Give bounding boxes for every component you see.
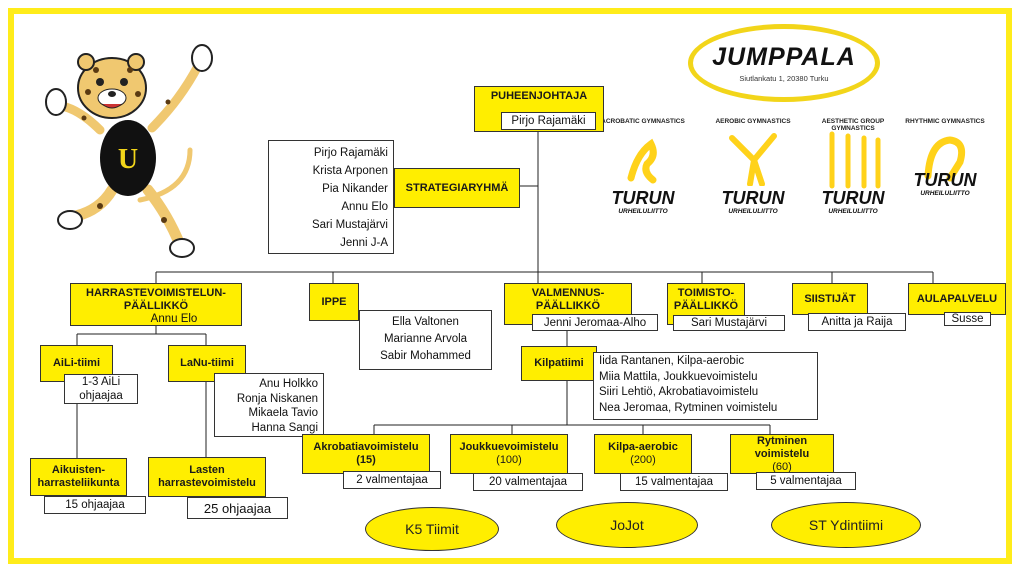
kilpatiimi-member: Miia Mattila, Joukkuevoimistelu <box>599 370 758 383</box>
gym-logo-brand: TURUN <box>721 188 785 208</box>
strategia-box: STRATEGIARYHMÄ <box>394 168 520 208</box>
ippe-member: Sabir Mohammed <box>380 350 471 362</box>
lasten-note: 25 ohjaajaa <box>187 497 288 519</box>
strategia-title: STRATEGIARYHMÄ <box>405 181 509 194</box>
valmennus-name: Jenni Jeromaa-Alho <box>532 314 658 331</box>
logo-title: JUMPPALA <box>712 43 856 71</box>
joukkue-note: 20 valmentajaa <box>473 473 583 491</box>
ippe-box: IPPE <box>309 283 359 321</box>
gym-logo-brand: TURUN <box>913 170 977 190</box>
toimisto-title: TOIMISTO-PÄÄLLIKKÖ <box>673 287 739 312</box>
kilpatiimi-title: Kilpatiimi <box>534 357 584 369</box>
lanu-members: Anu Holkko Ronja Niskanen Mikaela Tavio … <box>214 373 324 437</box>
siistijat-name: Anitta ja Raija <box>808 313 906 331</box>
rhythmic-gymnastics-logo: RHYTHMIC GYMNASTICS TURUN URHEILULIITTO <box>900 110 990 230</box>
strategia-member: Annu Elo <box>341 201 388 213</box>
gym-logo-brand: TURUN <box>611 188 675 208</box>
gymnast-group-icon <box>829 131 881 189</box>
akro-note: 2 valmentajaa <box>343 471 441 489</box>
ippe-members: Ella Valtonen Marianne Arvola Sabir Moha… <box>359 310 492 370</box>
lanu-title: LaNu-tiimi <box>180 357 234 369</box>
lanu-member: Anu Holkko <box>259 378 318 390</box>
strategia-members: Pirjo Rajamäki Krista Arponen Pia Nikand… <box>268 140 394 254</box>
akro-count: (15) <box>356 454 376 466</box>
gym-logo-brand: TURUN <box>821 188 885 208</box>
page-frame <box>8 8 1012 564</box>
harraste-name: Annu Elo <box>150 312 198 325</box>
aulapalvelu-box: AULAPALVELU <box>908 283 1006 315</box>
aulapalvelu-title: AULAPALVELU <box>916 292 998 305</box>
harraste-box: HARRASTEVOIMISTELUN-PÄÄLLIKKÖ <box>70 283 242 326</box>
aili-note: 1-3 AiLi ohjaajaa <box>64 374 138 404</box>
lasten-title: Lasten harrastevoimistelu <box>158 464 256 489</box>
kilpatiimi-member: Iida Rantanen, Kilpa-aerobic <box>599 355 745 367</box>
gym-logo-title: AESTHETIC GROUP GYMNASTICS <box>821 118 885 132</box>
gymnast-icon <box>729 133 777 186</box>
lanu-member: Mikaela Tavio <box>248 407 318 419</box>
aikuisten-box: Aikuisten-harrasteliikunta <box>30 458 127 496</box>
team-oval: JoJot <box>556 502 698 548</box>
puheenjohtaja-name: Pirjo Rajamäki <box>501 112 596 130</box>
ippe-member: Ella Valtonen <box>392 316 459 328</box>
team-oval: ST Ydintiimi <box>771 502 921 548</box>
aikuisten-note: 15 ohjaajaa <box>44 496 146 514</box>
siistijat-box: SIISTIJÄT <box>792 283 868 315</box>
kilpaaerobic-count: (200) <box>630 454 656 466</box>
kilpaaerobic-title: Kilpa-aerobic <box>608 441 678 453</box>
jumppala-logo: JUMPPALA Siutlankatu 1, 20380 Turku <box>688 24 880 102</box>
rytminen-title: Rytminen voimistelu <box>754 434 810 460</box>
akro-box: Akrobatiavoimistelu (15) <box>302 434 430 474</box>
kilpatiimi-box: Kilpatiimi <box>521 346 597 381</box>
lanu-member: Ronja Niskanen <box>236 392 318 405</box>
joukkue-title: Joukkuevoimistelu <box>459 441 559 453</box>
strategia-member: Krista Arponen <box>312 165 388 177</box>
strategia-member: Pirjo Rajamäki <box>313 147 388 159</box>
acrobatic-gymnastics-logo: ACROBATIC GYMNASTICS TURUN URHEILULIITTO <box>598 110 688 230</box>
aulapalvelu-name: Susse <box>944 312 991 326</box>
ippe-title: IPPE <box>321 295 347 308</box>
lasten-box: Lasten harrastevoimistelu <box>148 457 266 497</box>
aesthetic-group-gymnastics-logo: AESTHETIC GROUP GYMNASTICS TURUN URHEILU… <box>808 110 898 230</box>
logo-address: Siutlankatu 1, 20380 Turku <box>739 74 829 83</box>
gym-logo-sub: URHEILULIITTO <box>728 208 778 215</box>
kilpaaerobic-note: 15 valmentajaa <box>620 473 728 491</box>
aikuisten-title: Aikuisten-harrasteliikunta <box>37 464 120 489</box>
gym-logo-title: ACROBATIC GYMNASTICS <box>601 118 685 125</box>
team-oval: K5 Tiimit <box>365 507 499 551</box>
gym-logo-sub: URHEILULIITTO <box>618 208 668 215</box>
siistijat-title: SIISTIJÄT <box>804 292 856 305</box>
akro-title: Akrobatiavoimistelu <box>313 441 419 453</box>
puheenjohtaja-title: PUHEENJOHTAJA <box>490 90 588 102</box>
toimisto-name: Sari Mustajärvi <box>673 315 785 331</box>
rytminen-count: (60) <box>772 460 792 473</box>
lanu-member: Hanna Sangi <box>251 421 319 434</box>
gymnast-icon <box>924 136 966 182</box>
kilpatiimi-member: Nea Jeromaa, Rytminen voimistelu <box>599 401 778 414</box>
strategia-member: Sari Mustajärvi <box>311 219 388 231</box>
joukkue-box: Joukkuevoimistelu (100) <box>450 434 568 474</box>
kilpaaerobic-box: Kilpa-aerobic (200) <box>594 434 692 474</box>
strategia-member: Jenni J-A <box>340 237 388 249</box>
gym-logo-sub: URHEILULIITTO <box>828 208 878 215</box>
gym-logo-title: RHYTHMIC GYMNASTICS <box>905 118 985 125</box>
valmennus-title: VALMENNUS-PÄÄLLIKKÖ <box>531 287 605 312</box>
kilpatiimi-member: Siiri Lehtiö, Akrobatiavoimistelu <box>599 386 759 398</box>
rytminen-note: 5 valmentajaa <box>756 472 856 490</box>
aili-title: AiLi-tiimi <box>52 357 101 369</box>
rytminen-box: Rytminen voimistelu (60) <box>730 434 834 474</box>
gym-logo-title: AEROBIC GYMNASTICS <box>715 118 791 125</box>
strategia-member: Pia Nikander <box>322 183 388 195</box>
harraste-title: HARRASTEVOIMISTELUN-PÄÄLLIKKÖ <box>86 287 226 312</box>
leopard-mascot-icon: U <box>45 44 213 258</box>
kilpatiimi-members: Iida Rantanen, Kilpa-aerobic Miia Mattil… <box>593 352 818 420</box>
aerobic-gymnastics-logo: AEROBIC GYMNASTICS TURUN URHEILULIITTO <box>708 110 798 230</box>
svg-text:U: U <box>118 144 138 175</box>
ippe-member: Marianne Arvola <box>383 333 468 345</box>
gymnast-icon <box>627 138 657 184</box>
gym-logo-sub: URHEILULIITTO <box>920 190 970 197</box>
joukkue-count: (100) <box>496 454 522 466</box>
